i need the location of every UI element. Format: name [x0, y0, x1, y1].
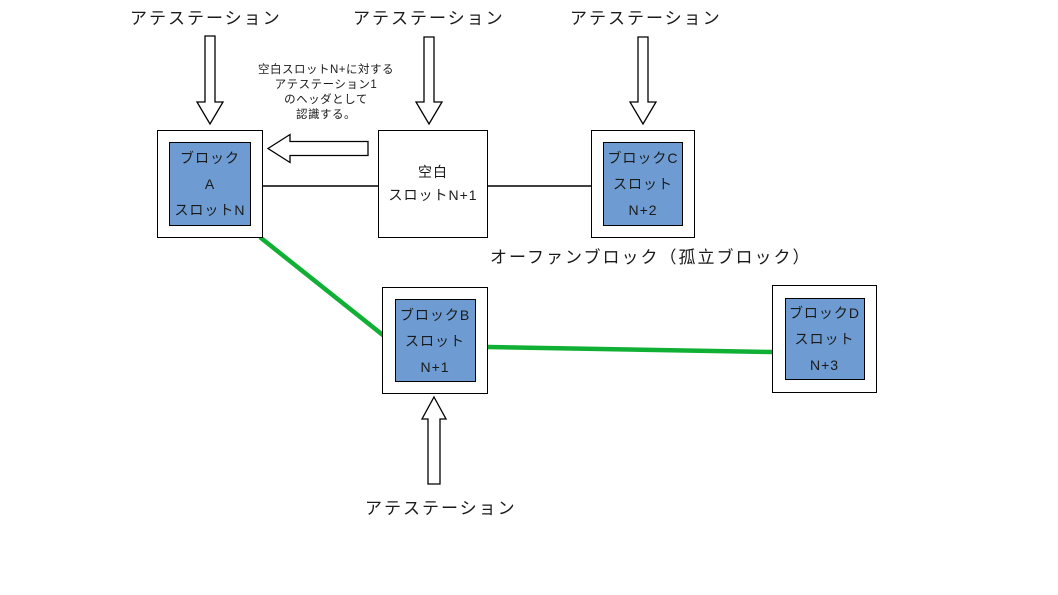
- green-link-blockA-blockB: [258, 235, 387, 339]
- blank-slot-line-2: スロットN+1: [388, 187, 478, 203]
- block-c-line-1: ブロックC: [607, 150, 679, 166]
- annotation-text: 空白スロットN+に対する アテステーション1 のヘッダとして 認識する。: [216, 63, 436, 123]
- attestation-label-top-left: アテステーション: [130, 9, 282, 28]
- annotation-line-2: アテステーション1: [274, 79, 378, 91]
- left-arrow-blank-to-blockA: [266, 133, 369, 164]
- block-c-line-2: スロット: [613, 176, 673, 192]
- attestation-label-top-right: アテステーション: [570, 9, 722, 28]
- up-arrow-to-blockB: [420, 395, 448, 485]
- block-b-line-1: ブロックB: [399, 306, 471, 323]
- annotation-line-3: のヘッダとして: [284, 94, 368, 106]
- block-a-line-3: スロットN: [174, 202, 246, 218]
- block-a-outer: ブロック A スロットN: [157, 130, 263, 238]
- annotation-line-4: 認識する。: [296, 109, 356, 121]
- block-d-line-1: ブロックD: [788, 305, 861, 321]
- down-arrow-to-blockC: [628, 36, 658, 126]
- block-d-line-2: スロット: [794, 331, 855, 347]
- block-d: ブロックD スロット N+3: [784, 298, 865, 380]
- block-a-line-1: ブロック: [180, 150, 240, 166]
- blank-slot-box: 空白 スロットN+1: [378, 130, 488, 238]
- block-d-outer: ブロックD スロット N+3: [772, 285, 877, 393]
- annotation-line-1: 空白スロットN+に対する: [257, 64, 395, 76]
- orphan-block-label: オーファンブロック（孤立ブロック）: [490, 248, 812, 267]
- attestation-label-top-middle: アテステーション: [353, 9, 505, 28]
- block-d-line-3: N+3: [809, 357, 840, 373]
- block-c-line-3: N+2: [628, 202, 658, 218]
- attestation-label-bottom: アテステーション: [365, 499, 517, 518]
- block-b-outer: ブロックB スロット N+1: [382, 287, 488, 394]
- block-b: ブロックB スロット N+1: [394, 299, 476, 382]
- block-b-line-3: N+1: [420, 358, 450, 375]
- green-link-blockB-blockD: [485, 344, 775, 355]
- blank-slot-line-1: 空白: [418, 164, 448, 180]
- block-a-line-2: A: [204, 176, 216, 192]
- block-c: ブロックC スロット N+2: [603, 142, 683, 226]
- block-a: ブロック A スロットN: [169, 142, 251, 226]
- block-c-outer: ブロックC スロット N+2: [591, 130, 695, 238]
- block-b-line-2: スロット: [405, 332, 465, 349]
